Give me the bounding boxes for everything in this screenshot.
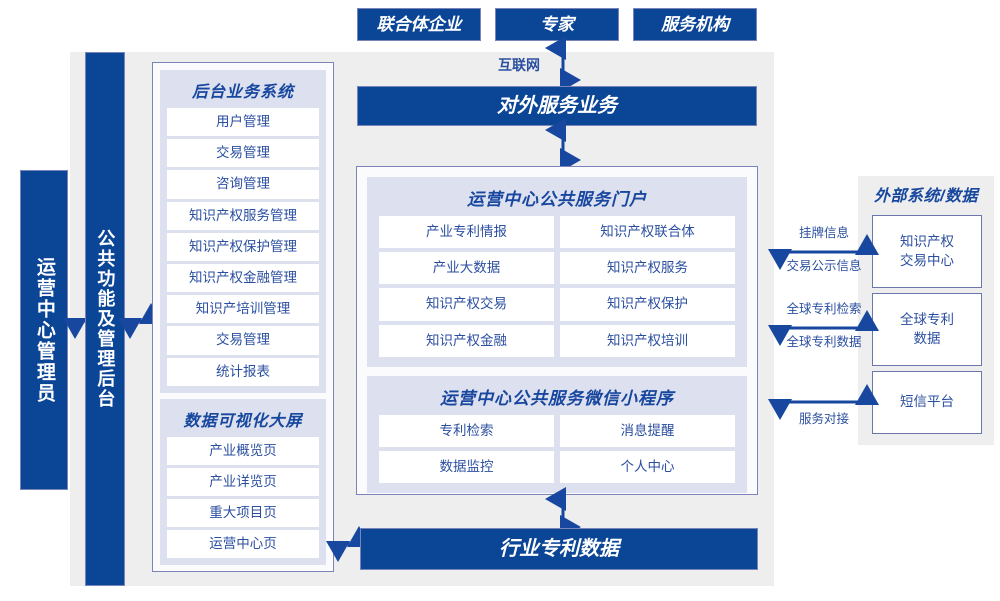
backend-item[interactable]: 知识产权服务管理 [167, 201, 319, 230]
backend-system-title: 后台业务系统 [191, 84, 294, 101]
external-connection-label-1-below: 交易公示信息 [786, 259, 862, 273]
external-connection-label-2-above: 全球专利检索 [786, 302, 862, 316]
portal-item[interactable]: 产业专利情报 [379, 216, 554, 249]
top-actor-label: 专家 [540, 14, 574, 34]
portal-items-grid: 产业专利情报 知识产权联合体 产业大数据 知识产权服务 知识产权交易 知识产权保… [379, 216, 735, 357]
service-portal-arrow [545, 118, 581, 172]
external-connection-label-2-below: 全球专利数据 [786, 335, 862, 349]
external-service-bar: 对外服务业务 [357, 86, 757, 126]
common-backend-label: 公共功能及管理后台 [95, 229, 116, 409]
portal-item[interactable]: 知识产权联合体 [560, 216, 735, 249]
backend-item[interactable]: 用户管理 [167, 108, 319, 137]
external-connection-label-1-above: 挂牌信息 [798, 226, 849, 240]
modules-industrydata-arrow [326, 526, 371, 562]
portal-item[interactable]: 知识产权交易 [379, 288, 554, 321]
external-system-box-3: 短信平台 [872, 371, 982, 434]
internet-label: 互联网 [498, 57, 540, 73]
backend-item[interactable]: 咨询管理 [167, 170, 319, 199]
miniprogram-item[interactable]: 个人中心 [560, 450, 735, 484]
external-system-box-2: 全球专利数据 [872, 293, 982, 366]
external-systems-title: 外部系统/数据 [874, 188, 978, 205]
backend-item[interactable]: 交易管理 [167, 139, 319, 168]
portal-panel: 运营中心公共服务门户 产业专利情报 知识产权联合体 产业大数据 知识产权服务 知… [356, 166, 758, 495]
visualization-item[interactable]: 产业详览页 [167, 467, 319, 497]
visualization-item[interactable]: 产业概览页 [167, 436, 319, 465]
top-actor-box-1: 联合体企业 [357, 8, 481, 41]
portal-industrydata-arrow [545, 487, 581, 539]
industry-patent-data-label: 行业专利数据 [499, 537, 619, 560]
portal-item[interactable]: 知识产权金融 [379, 324, 554, 357]
data-visualization-group: 数据可视化大屏 产业概览页 产业详览页 重大项目页 运营中心页 [160, 398, 326, 566]
portal-item[interactable]: 产业大数据 [379, 252, 554, 285]
backend-modules-panel: 后台业务系统 用户管理 交易管理 咨询管理 知识产权服务管理 知识产权保护管理 … [152, 62, 334, 572]
backend-item[interactable]: 知识产权保护管理 [167, 232, 319, 261]
operations-admin-bar: 运营中心管理员 [20, 170, 68, 490]
portal-item[interactable]: 知识产权保护 [560, 288, 735, 321]
miniprogram-item[interactable]: 专利检索 [379, 414, 554, 447]
operations-admin-label: 运营中心管理员 [33, 256, 55, 404]
external-connection-arrow-2 [768, 310, 879, 346]
backend-item[interactable]: 知识产权金融管理 [167, 263, 319, 293]
external-connection-arrow-1 [768, 234, 879, 270]
top-actor-box-2: 专家 [495, 8, 619, 41]
top-actor-box-3: 服务机构 [633, 8, 757, 41]
miniprogram-item[interactable]: 数据监控 [379, 450, 554, 484]
external-connection-arrow-3 [768, 384, 879, 420]
portal-group: 运营中心公共服务门户 产业专利情报 知识产权联合体 产业大数据 知识产权服务 知… [367, 177, 747, 367]
data-visualization-title: 数据可视化大屏 [183, 412, 303, 430]
common-backend-bar: 公共功能及管理后台 [85, 52, 125, 586]
portal-item[interactable]: 知识产权培训 [560, 324, 735, 357]
portal-title: 运营中心公共服务门户 [467, 190, 647, 209]
internet-arrow [545, 36, 581, 92]
external-system-box-1: 知识产权交易中心 [872, 215, 982, 288]
backend-item[interactable]: 统计报表 [167, 357, 319, 386]
external-service-label: 对外服务业务 [497, 94, 617, 117]
external-system-label: 短信平台 [900, 394, 954, 410]
industry-patent-data-bar: 行业专利数据 [360, 528, 758, 570]
external-connection-label-3-below: 服务对接 [798, 412, 849, 426]
visualization-item[interactable]: 运营中心页 [167, 530, 319, 559]
external-system-label: 知识产权交易中心 [900, 234, 954, 268]
backend-item[interactable]: 知识产培训管理 [167, 295, 319, 324]
backend-modules-arrow [118, 303, 163, 339]
visualization-item[interactable]: 重大项目页 [167, 499, 319, 528]
miniprogram-items-grid: 专利检索 消息提醒 数据监控 个人中心 [379, 414, 735, 484]
portal-item[interactable]: 知识产权服务 [560, 252, 735, 285]
backend-item[interactable]: 交易管理 [167, 326, 319, 355]
backend-system-group: 后台业务系统 用户管理 交易管理 咨询管理 知识产权服务管理 知识产权保护管理 … [160, 70, 326, 393]
top-actor-label: 服务机构 [661, 14, 729, 34]
miniprogram-group: 运营中心公共服务微信小程序 专利检索 消息提醒 数据监控 个人中心 [367, 375, 747, 494]
external-system-label: 全球专利数据 [900, 312, 954, 346]
top-actor-label: 联合体企业 [376, 14, 462, 34]
miniprogram-item[interactable]: 消息提醒 [560, 414, 735, 447]
miniprogram-title: 运营中心公共服务微信小程序 [440, 388, 674, 408]
